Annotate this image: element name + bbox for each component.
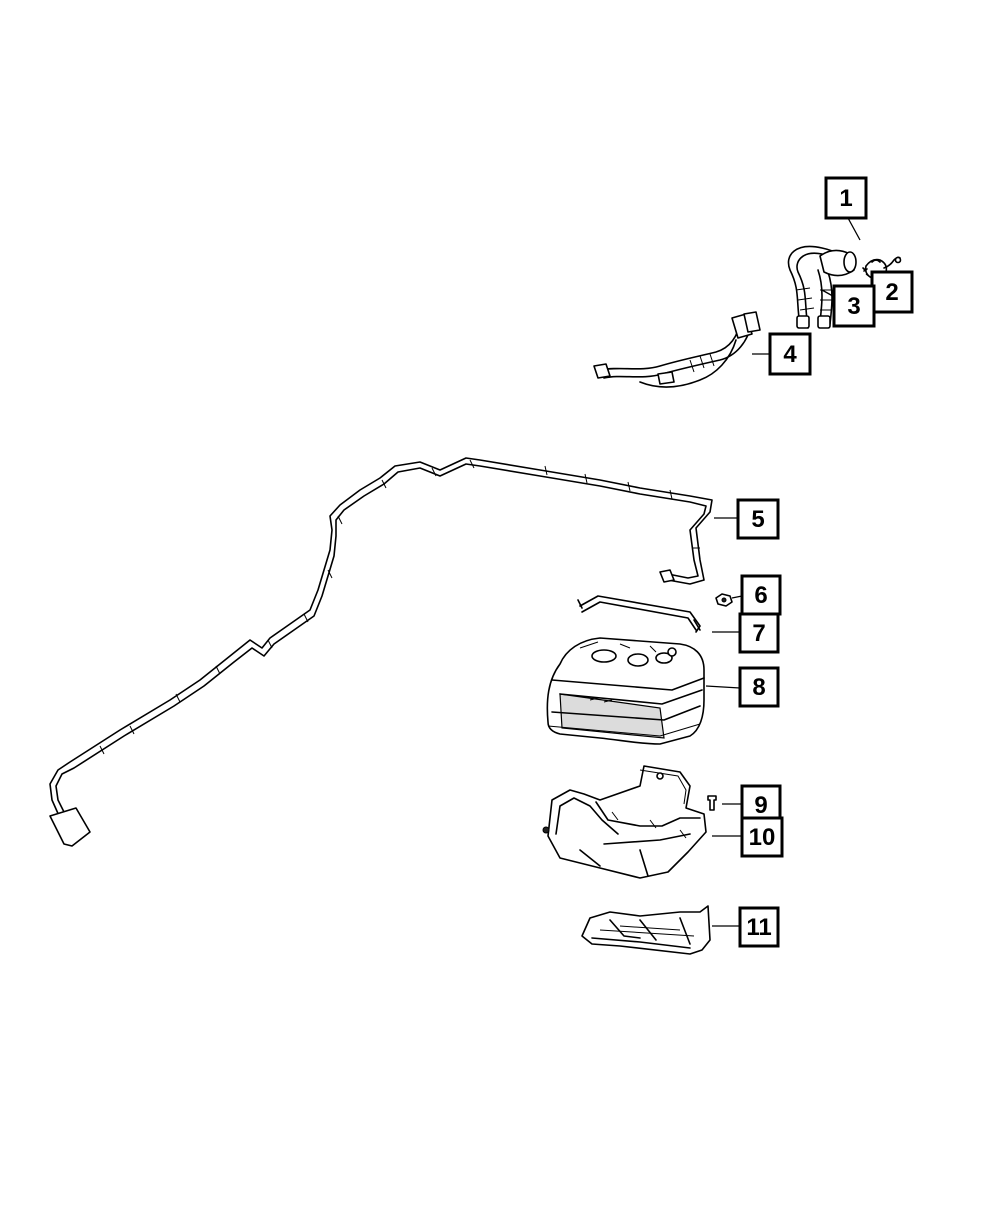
callout-4[interactable]: 4 [768, 332, 812, 376]
leader-line-6 [731, 595, 743, 599]
skid-plate-part[interactable] [581, 905, 711, 955]
callout-1[interactable]: 1 [824, 176, 868, 220]
fuel-line-bundle-part[interactable] [49, 457, 713, 847]
callout-label-1: 1 [839, 185, 852, 212]
callout-label-11: 11 [746, 914, 771, 941]
callout-label-9: 9 [754, 792, 767, 819]
tank-strap-part[interactable] [577, 595, 701, 633]
leader-line-1 [847, 217, 861, 241]
bolt-part[interactable] [707, 795, 717, 811]
callout-label-2: 2 [885, 279, 898, 306]
callout-3[interactable]: 3 [832, 284, 876, 328]
fuel-tank-part[interactable] [546, 637, 705, 745]
callout-label-10: 10 [749, 824, 776, 851]
nut-part[interactable] [715, 593, 733, 607]
callout-label-6: 6 [754, 582, 767, 609]
callout-label-8: 8 [752, 674, 765, 701]
callout-label-4: 4 [783, 341, 797, 368]
callout-7[interactable]: 7 [738, 612, 780, 654]
fuel-fill-hose-part[interactable] [593, 311, 761, 388]
callout-6[interactable]: 6 [740, 574, 782, 616]
callout-label-3: 3 [847, 293, 860, 320]
tank-support-part[interactable] [542, 765, 707, 879]
callout-2[interactable]: 2 [870, 270, 914, 314]
callout-8[interactable]: 8 [738, 666, 780, 708]
callout-10[interactable]: 10 [740, 816, 784, 858]
callout-label-5: 5 [751, 506, 764, 533]
callout-label-7: 7 [752, 620, 765, 647]
callout-11[interactable]: 11 [738, 906, 780, 948]
screw-part[interactable] [862, 267, 868, 272]
callout-5[interactable]: 5 [736, 498, 780, 540]
fuel-filler-neck-part[interactable] [787, 245, 857, 329]
leader-line-8 [705, 685, 741, 689]
